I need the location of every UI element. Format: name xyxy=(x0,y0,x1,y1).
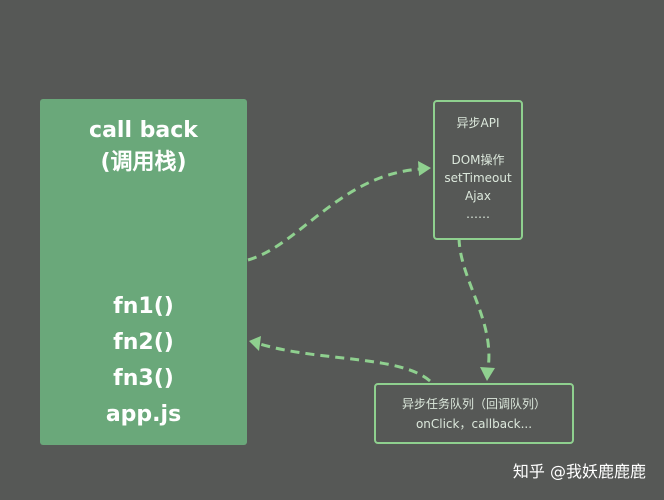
arrowhead-to-queue xyxy=(480,367,495,381)
stack-item-fn2: fn2() xyxy=(113,330,174,355)
stack-item-appjs: app.js xyxy=(105,402,182,427)
stack-item-fn1: fn1() xyxy=(113,294,174,319)
api-item-dom: DOM操作 xyxy=(451,153,505,167)
api-item-ajax: Ajax xyxy=(465,189,491,203)
api-item-settimeout: setTimeout xyxy=(444,171,512,185)
async-api-items: DOM操作 setTimeout Ajax …… xyxy=(435,151,521,223)
api-item-ellipsis: …… xyxy=(466,207,490,221)
arrowhead-to-stack xyxy=(249,336,261,351)
task-queue-box: 异步任务队列（回调队列） onClick，callback... xyxy=(374,383,574,444)
arrow-queue-to-stack xyxy=(259,342,431,383)
task-queue-items: onClick，callback... xyxy=(415,417,533,431)
call-stack-box: call back (调用栈) fn1() fn2() fn3() app.js xyxy=(40,99,247,445)
call-stack-title-line1: call back xyxy=(89,118,198,143)
arrowhead-to-api xyxy=(418,161,431,176)
stack-item-fn3: fn3() xyxy=(113,366,174,391)
call-stack-title-line2: (调用栈) xyxy=(100,150,187,175)
async-api-box: 异步API DOM操作 setTimeout Ajax …… xyxy=(433,100,523,240)
task-queue-title: 异步任务队列（回调队列） xyxy=(401,397,546,411)
async-api-title: 异步API xyxy=(456,116,500,130)
arrow-stack-to-api xyxy=(247,167,421,262)
call-stack-title: call back (调用栈) xyxy=(40,115,247,179)
watermark: 知乎 @我妖鹿鹿鹿 xyxy=(512,462,646,481)
call-stack-items: fn1() fn2() fn3() app.js xyxy=(40,289,247,433)
arrow-api-to-queue xyxy=(457,237,491,370)
